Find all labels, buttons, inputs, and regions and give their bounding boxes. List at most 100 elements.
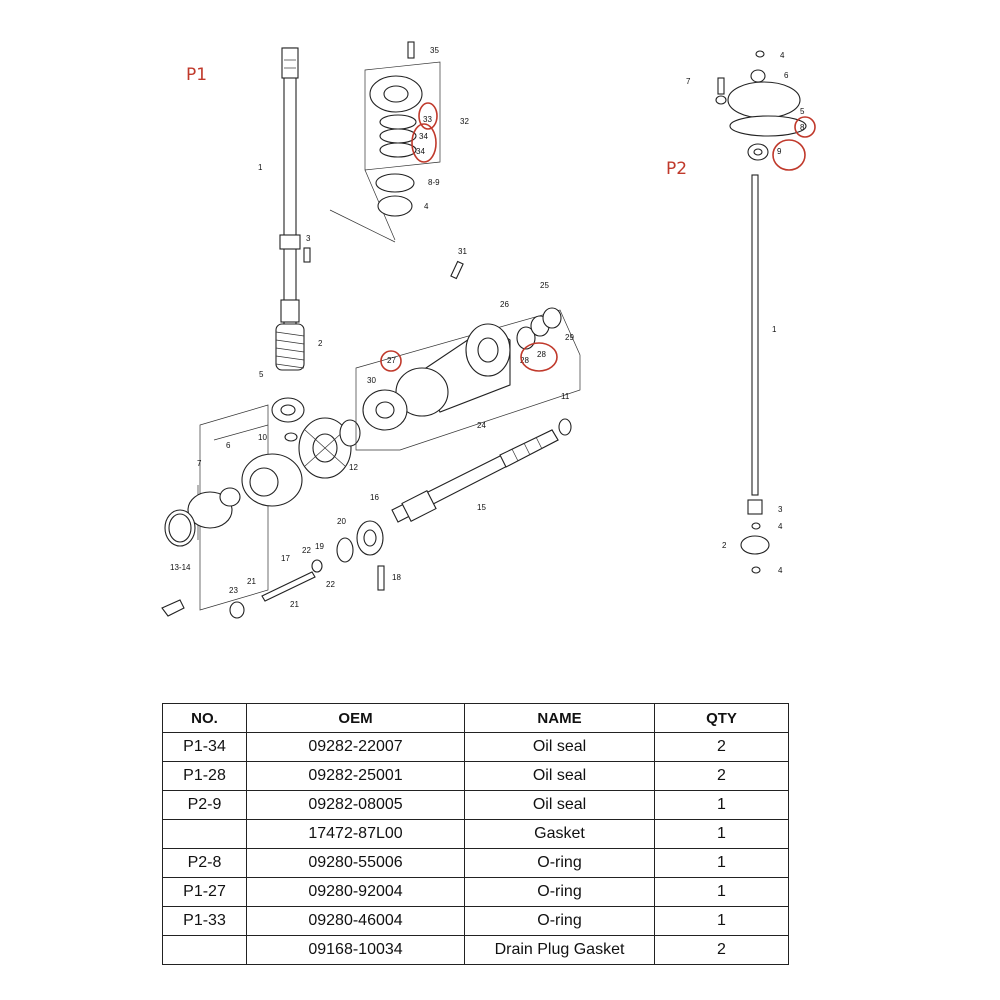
svg-text:4: 4 bbox=[778, 566, 783, 575]
cell-name: O-ring bbox=[464, 906, 655, 936]
cell-oem: 09280-55006 bbox=[246, 848, 465, 878]
svg-text:4: 4 bbox=[424, 202, 429, 211]
svg-text:11: 11 bbox=[561, 392, 570, 401]
cell-qty: 2 bbox=[654, 761, 789, 791]
cell-no bbox=[162, 935, 247, 965]
cell-no: P2-9 bbox=[162, 790, 247, 820]
highlight-circles bbox=[380, 102, 816, 372]
cell-qty: 2 bbox=[654, 732, 789, 762]
drive-shaft bbox=[279, 47, 301, 339]
svg-text:19: 19 bbox=[315, 542, 324, 551]
cell-no: P1-27 bbox=[162, 877, 247, 907]
cell-qty: 2 bbox=[654, 935, 789, 965]
cell-oem: 09282-25001 bbox=[246, 761, 465, 791]
svg-text:5: 5 bbox=[800, 107, 805, 116]
svg-text:35: 35 bbox=[430, 46, 439, 55]
svg-text:6: 6 bbox=[784, 71, 789, 80]
propeller-shaft bbox=[391, 429, 559, 523]
cell-name: Oil seal bbox=[464, 732, 655, 762]
svg-text:28: 28 bbox=[520, 356, 529, 365]
bearing-housing bbox=[369, 41, 423, 217]
shift-rod-parts bbox=[229, 559, 323, 619]
cell-no: P1-28 bbox=[162, 761, 247, 791]
svg-text:6: 6 bbox=[226, 441, 231, 450]
svg-text:34: 34 bbox=[419, 132, 428, 141]
svg-text:26: 26 bbox=[500, 300, 509, 309]
housing-box bbox=[364, 61, 441, 171]
svg-text:25: 25 bbox=[540, 281, 549, 290]
svg-text:4: 4 bbox=[780, 51, 785, 60]
svg-text:16: 16 bbox=[370, 493, 379, 502]
forward-bearing bbox=[187, 487, 241, 529]
table-row: P1-33 09280-46004 O-ring 1 bbox=[162, 906, 789, 936]
svg-text:34: 34 bbox=[416, 147, 425, 156]
cell-qty: 1 bbox=[654, 877, 789, 907]
clutch-ring bbox=[336, 537, 354, 563]
table-row: P1-28 09282-25001 Oil seal 2 bbox=[162, 761, 789, 791]
table-header-row: NO. OEM NAME QTY bbox=[162, 703, 789, 733]
exploded-parts-diagram: P1 P2 bbox=[161, 41, 816, 619]
svg-text:5: 5 bbox=[259, 370, 264, 379]
svg-text:21: 21 bbox=[290, 600, 299, 609]
cell-qty: 1 bbox=[654, 906, 789, 936]
front-arrow-icon bbox=[161, 599, 185, 617]
cell-no: P1-33 bbox=[162, 906, 247, 936]
cell-no: P2-8 bbox=[162, 848, 247, 878]
svg-text:9: 9 bbox=[777, 147, 782, 156]
svg-text:1: 1 bbox=[772, 325, 777, 334]
col-header-oem: OEM bbox=[246, 703, 465, 733]
svg-text:28: 28 bbox=[537, 350, 546, 359]
pinion-gear bbox=[275, 323, 305, 371]
svg-text:12: 12 bbox=[349, 463, 358, 472]
svg-text:3: 3 bbox=[306, 234, 311, 243]
reverse-gear bbox=[298, 417, 352, 479]
p1-callout-labels: 35 32 33 34 34 8-9 4 1 3 31 26 25 2 27 2… bbox=[170, 46, 574, 609]
p2-shift-rod-assembly bbox=[715, 50, 807, 574]
table-row: P1-27 09280-92004 O-ring 1 bbox=[162, 877, 789, 907]
svg-text:21: 21 bbox=[247, 577, 256, 586]
svg-text:33: 33 bbox=[423, 115, 432, 124]
cell-oem: 09280-46004 bbox=[246, 906, 465, 936]
gear-box-outline bbox=[199, 404, 269, 611]
cell-name: Oil seal bbox=[464, 790, 655, 820]
cell-oem: 09168-10034 bbox=[246, 935, 465, 965]
svg-text:2: 2 bbox=[722, 541, 727, 550]
p2-callout-labels: 4 6 7 5 8 9 1 3 4 2 4 bbox=[686, 51, 805, 575]
svg-text:27: 27 bbox=[387, 356, 396, 365]
svg-text:23: 23 bbox=[229, 586, 238, 595]
cell-name: O-ring bbox=[464, 848, 655, 878]
svg-text:10: 10 bbox=[258, 433, 267, 442]
svg-text:15: 15 bbox=[477, 503, 486, 512]
table-row: P2-8 09280-55006 O-ring 1 bbox=[162, 848, 789, 878]
panel-label-p2: P2 bbox=[666, 159, 687, 179]
svg-text:4: 4 bbox=[778, 522, 783, 531]
panel-label-p1: P1 bbox=[186, 65, 207, 85]
carrier-rings bbox=[362, 307, 562, 431]
cell-no: P1-34 bbox=[162, 732, 247, 762]
svg-text:1: 1 bbox=[258, 163, 263, 172]
pin bbox=[303, 247, 311, 263]
parts-table: NO. OEM NAME QTY P1-34 09282-22007 Oil s… bbox=[162, 703, 789, 965]
svg-text:17: 17 bbox=[281, 554, 290, 563]
svg-text:13-14: 13-14 bbox=[170, 563, 191, 572]
svg-text:3: 3 bbox=[778, 505, 783, 514]
cell-oem: 09282-08005 bbox=[246, 790, 465, 820]
svg-text:24: 24 bbox=[477, 421, 486, 430]
o-ring-12 bbox=[339, 419, 361, 447]
svg-text:22: 22 bbox=[326, 580, 335, 589]
svg-text:2: 2 bbox=[318, 339, 323, 348]
cell-qty: 1 bbox=[654, 819, 789, 849]
cell-name: Gasket bbox=[464, 819, 655, 849]
cell-oem: 09280-92004 bbox=[246, 877, 465, 907]
svg-text:22: 22 bbox=[302, 546, 311, 555]
table-row: 09168-10034 Drain Plug Gasket 2 bbox=[162, 935, 789, 965]
bevel-gear-small bbox=[271, 397, 305, 423]
cell-name: Oil seal bbox=[464, 761, 655, 791]
cell-oem: 17472-87L00 bbox=[246, 819, 465, 849]
cell-name: Drain Plug Gasket bbox=[464, 935, 655, 965]
svg-text:31: 31 bbox=[458, 247, 467, 256]
cell-qty: 1 bbox=[654, 848, 789, 878]
svg-text:7: 7 bbox=[686, 77, 691, 86]
clutch-dog bbox=[356, 520, 384, 556]
bolt-31 bbox=[450, 260, 464, 280]
